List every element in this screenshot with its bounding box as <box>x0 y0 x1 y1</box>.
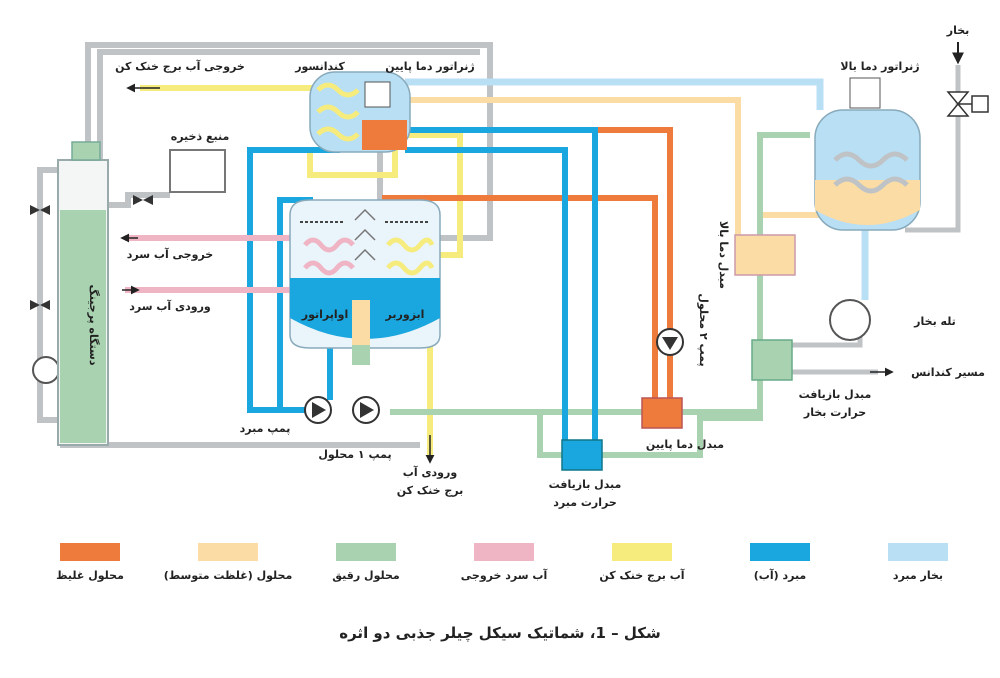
steam-heat-recovery <box>751 339 793 381</box>
label-chilled-water-inlet: ورودی آب سرد <box>129 299 211 313</box>
label-refrigerant-heat-recovery-1: مبدل بازیافت <box>549 478 622 491</box>
medium-solution-pipes <box>405 97 830 240</box>
legend-label: آب سرد خروجی <box>461 568 548 582</box>
label-evaporator: اواپراتور <box>301 308 348 321</box>
legend-swatch <box>612 543 672 561</box>
reserve-tank <box>169 149 226 193</box>
legend-swatch <box>60 543 120 561</box>
low-temp-exchanger <box>641 397 683 429</box>
high-temp-exchanger <box>734 234 796 276</box>
grey-pipes <box>37 42 493 448</box>
label-cooling-tower-inlet-2: برج خنک کن <box>397 484 464 498</box>
legend-swatch <box>474 543 534 561</box>
label-reserve-tank: منبع ذخیره <box>171 130 230 143</box>
steam-trap-icon <box>829 299 871 341</box>
chilled-water-pipes <box>125 235 300 293</box>
label-solution-pump-1: پمپ ۱ محلول <box>318 448 391 461</box>
label-low-temp-exchanger: مبدل دما پایین <box>646 438 724 451</box>
high-temp-generator-vessel <box>814 77 921 231</box>
label-condensate-path: مسیر کندانس <box>911 366 985 379</box>
label-chilled-water-outlet: خروجی آب سرد <box>127 247 213 261</box>
label-solution-pump-2: پمپ ۲ محلول <box>697 293 710 366</box>
label-steam-heat-recovery-1: مبدل بازیافت <box>799 388 872 401</box>
legend-swatch <box>750 543 810 561</box>
label-condenser: کندانسور <box>294 60 345 73</box>
legend-label: بخار مبرد <box>893 569 943 582</box>
label-low-temp-generator: ژنراتور دما پایین <box>385 60 474 73</box>
label-steam-trap: تله بخار <box>913 315 956 328</box>
purge-pump-icon <box>32 356 60 384</box>
legend-label: آب برج خنک کن <box>599 568 684 583</box>
figure-caption: شکل – 1، شماتیک سیکل چیلر جذبی دو اثره <box>339 624 660 643</box>
label-purge-unit: دستگاه پرجینگ <box>87 285 101 366</box>
refrigerant-heat-recovery <box>561 439 603 471</box>
legend-swatch <box>336 543 396 561</box>
purge-unit <box>57 141 109 446</box>
label-steam-heat-recovery-2: حرارت بخار <box>803 406 866 419</box>
label-cooling-tower-inlet-1: ورودی آب <box>403 465 458 479</box>
legend-swatch <box>888 543 948 561</box>
label-steam: بخار <box>946 24 970 37</box>
legend-label: محلول رقیق <box>332 569 399 582</box>
label-cooling-tower-outlet: خروجی آب برج خنک کن <box>115 59 245 74</box>
label-high-temp-generator: ژنراتور دما بالا <box>840 60 919 73</box>
label-refrigerant-heat-recovery-2: حرارت مبرد <box>553 496 617 509</box>
label-high-temp-exchanger: مبدل دما بالا <box>717 221 730 289</box>
purge-valves <box>30 195 153 310</box>
pump-icons <box>304 328 684 424</box>
legend-label: محلول (غلظت متوسط) <box>164 569 293 582</box>
evaporator-absorber-vessel <box>289 199 441 365</box>
steam-valve-icon <box>946 91 989 117</box>
dilute-solution-pipes <box>390 132 810 458</box>
legend-label: مبرد (آب) <box>754 568 807 582</box>
condenser-vessel <box>309 71 411 153</box>
legend-label: محلول غلیظ <box>56 569 124 582</box>
vapor-pipes <box>405 78 869 300</box>
legend: محلول غلیظ محلول (غلظت متوسط) محلول رقیق آب… <box>56 543 948 583</box>
legend-swatch <box>198 543 258 561</box>
label-absorber: ابزوربر <box>385 308 425 321</box>
label-refrigerant-pump: پمپ مبرد <box>240 422 291 435</box>
